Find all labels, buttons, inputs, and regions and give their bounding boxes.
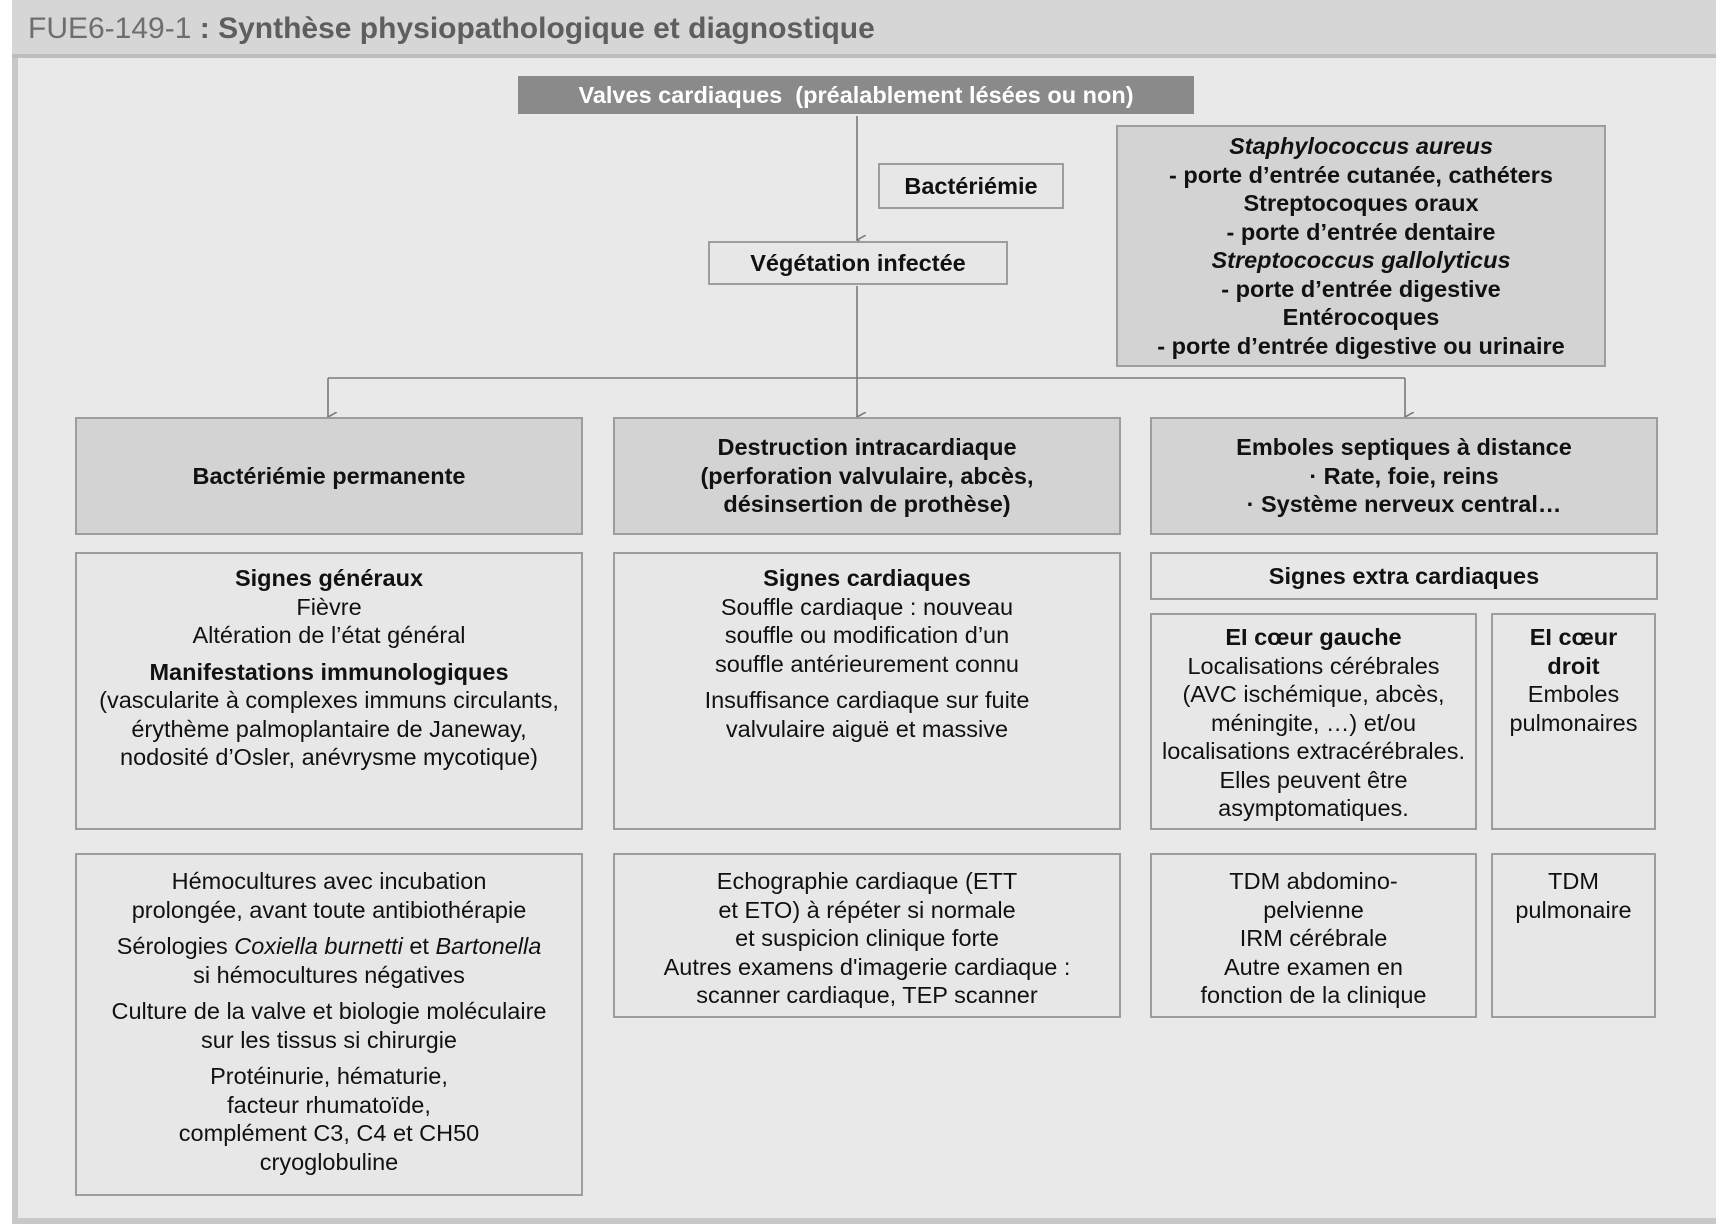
serology-organism: Coxiella burnetti xyxy=(234,933,403,959)
left-imaging-line: TDM abdomino- xyxy=(1229,868,1398,894)
signs-cardiac-node: Signes cardiaques Souffle cardiaque : no… xyxy=(613,552,1121,830)
right-imaging-line: pulmonaire xyxy=(1515,896,1632,923)
immunological-heading: Manifestations immunologiques xyxy=(149,658,509,685)
mechanism-line: · Système nerveux central… xyxy=(1246,491,1562,518)
signs-cardiac-line: valvulaire aiguë et massive xyxy=(725,715,1009,742)
signs-cardiac-line: souffle antérieurement connu xyxy=(715,650,1019,677)
mechanism-line: · Rate, foie, reins xyxy=(1309,462,1499,489)
title-separator: : xyxy=(191,12,219,45)
serology-line: Sérologies Coxiella burnetti et Bartonel… xyxy=(117,932,542,961)
right-imaging-line: TDM xyxy=(1548,868,1599,894)
pathogen-line: - porte d’entrée digestive ou urinaire xyxy=(1157,332,1565,359)
imaging-line: scanner cardiaque, TEP scanner xyxy=(696,982,1038,1008)
root-node: Valves cardiaques (préalablement lésées … xyxy=(518,76,1194,114)
bacteremia-node: Bactériémie xyxy=(878,163,1064,209)
mechanism-line: Bactériémie permanente xyxy=(192,462,466,489)
immunological-line: nodosité d’Osler, anévrysme mycotique) xyxy=(120,744,538,770)
ei-left-line: méningite, …) et/ou xyxy=(1210,709,1417,736)
bio-line: prolongée, avant toute antibiothérapie xyxy=(131,896,527,923)
mechanism-line: (perforation valvulaire, abcès, xyxy=(700,462,1034,489)
mechanism-destruction: Destruction intracardiaque(perforation v… xyxy=(613,417,1121,535)
ei-right-line: Emboles xyxy=(1527,681,1620,707)
ei-left-line: Localisations cérébrales xyxy=(1187,652,1440,679)
pathogen-line: - porte d’entrée cutanée, cathéters xyxy=(1169,161,1553,188)
left-imaging-line: Autre examen en xyxy=(1224,953,1403,980)
serology-conjunction: et xyxy=(402,933,436,959)
signs-cardiac-line: souffle ou modification d’un xyxy=(724,622,1010,648)
ei-left-heart-node: EI cœur gauche Localisations cérébrales(… xyxy=(1150,613,1477,830)
figure-title-text: : Synthèse physiopathologique et diagnos… xyxy=(191,12,875,45)
pathogens-node: Staphylococcus aureus- porte d’entrée cu… xyxy=(1116,125,1606,367)
bio-line: sur les tissus si chirurgie xyxy=(201,1026,457,1053)
ei-left-heading: EI cœur gauche xyxy=(1225,624,1402,650)
pathogen-line: Streptococcus gallolyticus xyxy=(1211,247,1511,273)
left-imaging-line: pelvienne xyxy=(1263,896,1364,923)
signs-cardiac-line: Insuffisance cardiaque sur fuite xyxy=(704,687,1030,713)
figure-title-bar: FUE6-149-1 : Synthèse physiopathologique… xyxy=(12,0,1716,58)
signs-cardiac-line: Souffle cardiaque : nouveau xyxy=(720,593,1014,620)
signs-general-node: Signes généraux Fièvre Altération de l’é… xyxy=(75,552,583,830)
mechanism-emboli: Emboles septiques à distance· Rate, foie… xyxy=(1150,417,1658,535)
figure-title: FUE6-149-1 : Synthèse physiopathologique… xyxy=(28,12,875,46)
imaging-line: et ETO) à répéter si normale xyxy=(718,896,1016,923)
title-label: Synthèse physiopathologique et diagnosti… xyxy=(218,12,875,45)
serology-organism: Bartonella xyxy=(435,933,542,959)
pathogen-line: Entérocoques xyxy=(1282,304,1440,330)
signs-cardiac-heading: Signes cardiaques xyxy=(763,565,971,591)
left-border xyxy=(12,58,18,1224)
ei-left-line: Elles peuvent être xyxy=(1219,766,1408,793)
ei-left-line: asymptomatiques. xyxy=(1218,795,1409,821)
ei-right-heading: droit xyxy=(1547,652,1600,679)
ei-left-line: (AVC ischémique, abcès, xyxy=(1182,681,1445,707)
immunological-line: érythème palmoplantaire de Janeway, xyxy=(131,715,527,742)
imaging-line: Autres examens d'imagerie cardiaque : xyxy=(663,953,1071,980)
ei-right-line: pulmonaires xyxy=(1509,709,1638,736)
serology-line: si hémocultures négatives xyxy=(193,961,465,988)
signs-general-line: Fièvre xyxy=(296,593,362,620)
mechanism-line: Destruction intracardiaque xyxy=(717,434,1017,461)
left-imaging-line: IRM cérébrale xyxy=(1239,925,1388,951)
signs-extra-node: Signes extra cardiaques xyxy=(1150,552,1658,600)
bacteremia-label: Bactériémie xyxy=(904,172,1038,199)
left-margin xyxy=(0,0,12,1224)
imaging-line: Echographie cardiaque (ETT xyxy=(716,868,1018,894)
imaging-line: et suspicion clinique forte xyxy=(735,925,999,951)
ei-left-line: localisations extracérébrales. xyxy=(1161,738,1466,764)
bottom-border xyxy=(12,1218,1716,1224)
serology-prefix: Sérologies xyxy=(116,933,235,959)
signs-general-line: Altération de l’état général xyxy=(192,622,466,648)
pathogen-line: Streptocoques oraux xyxy=(1243,190,1479,216)
ei-right-heading: EI cœur xyxy=(1529,624,1618,650)
exams-biology-node: Hémocultures avec incubation prolongée, … xyxy=(75,853,583,1196)
bio-line: facteur rhumatoïde, xyxy=(227,1091,431,1118)
figure-code: FUE6-149-1 xyxy=(28,12,192,45)
bio-line: Culture de la valve et biologie molécula… xyxy=(111,998,547,1024)
pathogen-line: - porte d’entrée dentaire xyxy=(1226,218,1496,245)
mechanism-line: Emboles septiques à distance xyxy=(1236,434,1572,461)
signs-extra-heading: Signes extra cardiaques xyxy=(1268,562,1540,589)
pathogen-line: - porte d’entrée digestive xyxy=(1221,275,1501,302)
bio-line: cryoglobuline xyxy=(259,1148,399,1175)
signs-general-heading: Signes généraux xyxy=(234,565,424,591)
bio-line: Protéinurie, hématurie, xyxy=(210,1063,448,1089)
bio-line: complément C3, C4 et CH50 xyxy=(178,1120,480,1146)
left-imaging-line: fonction de la clinique xyxy=(1200,982,1427,1008)
bio-line: Hémocultures avec incubation xyxy=(171,868,487,894)
pathogen-line: Staphylococcus aureus xyxy=(1229,133,1493,159)
mechanism-line: désinsertion de prothèse) xyxy=(723,491,1011,518)
vegetation-label: Végétation infectée xyxy=(750,249,966,276)
immunological-line: (vascularite à complexes immuns circulan… xyxy=(99,687,559,713)
mechanism-bacteremia-permanent: Bactériémie permanente xyxy=(75,417,583,535)
vegetation-node: Végétation infectée xyxy=(708,241,1008,285)
